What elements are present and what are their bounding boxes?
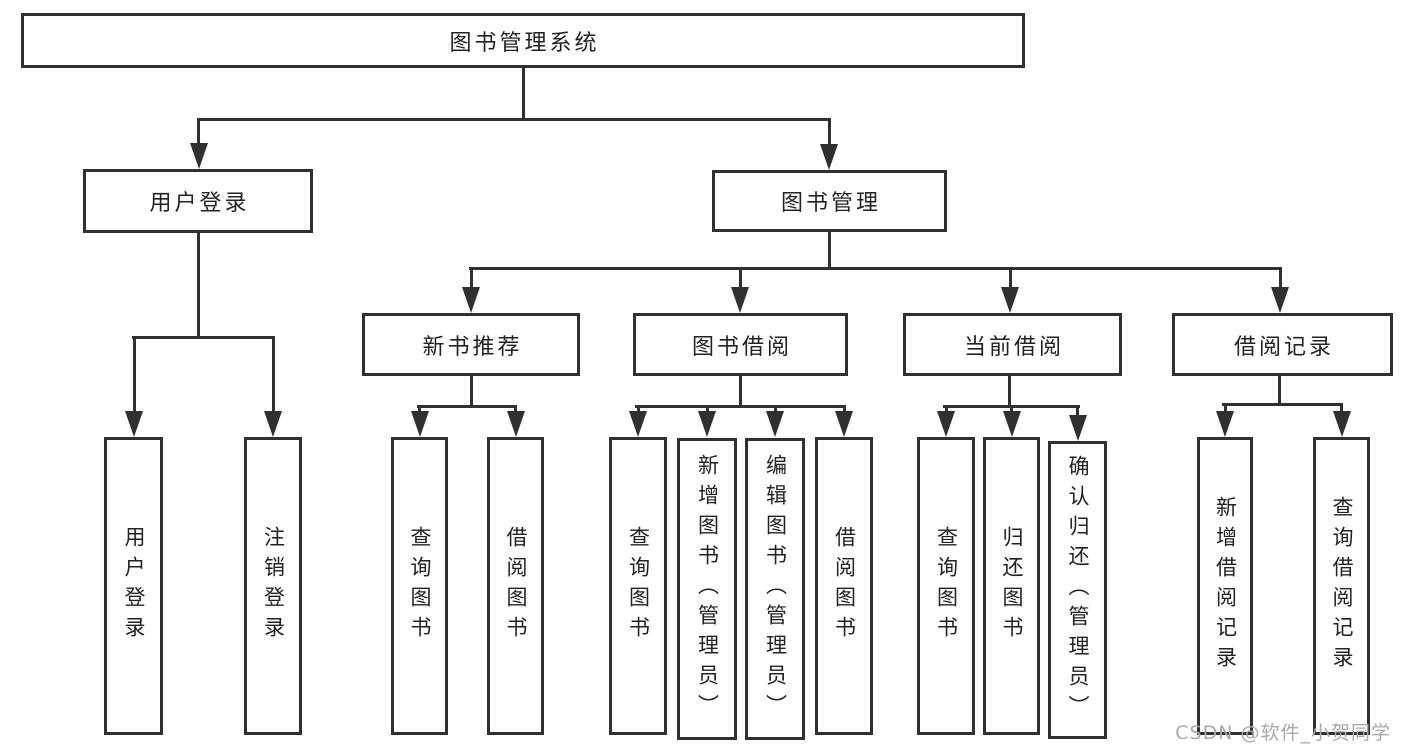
arrowhead-borrowing-query-book: [629, 411, 647, 437]
connector-to-records-query-record: [1340, 403, 1343, 412]
connector-to-new-book-recommend: [470, 267, 473, 289]
arrowhead-borrowing-add-book: [698, 411, 716, 437]
arrowhead-book-borrowing: [731, 287, 749, 313]
node-book-management-label: 图书管理: [780, 191, 881, 216]
node-book-management: 图书管理: [712, 170, 947, 232]
node-user-login: 用户登录: [83, 169, 313, 233]
connector-to-leaf-user-login: [133, 336, 136, 413]
leaf-current-query-book-label: 查询图书: [934, 526, 959, 646]
arrowhead-current-confirm-return: [1069, 415, 1087, 441]
arrowhead-borrowing-borrow-book: [835, 411, 853, 437]
arrowhead-current-return-book: [1003, 411, 1021, 437]
arrowhead-leaf-user-login: [125, 411, 143, 437]
leaf-logout-label: 注销登录: [261, 526, 286, 646]
arrowhead-recommend-borrow-book: [507, 411, 525, 437]
node-new-book-recommend: 新书推荐: [362, 313, 580, 376]
connector-to-borrowing-records: [1279, 267, 1282, 289]
arrowhead-leaf-logout: [264, 411, 282, 437]
connector-borrowing-records-crossbar: [1222, 403, 1343, 406]
connector-book-borrowing-stem: [739, 376, 742, 408]
connector-book-management-stem: [828, 232, 831, 270]
connector-root-stem: [522, 68, 525, 121]
connector-user-login-crossbar: [132, 336, 275, 339]
connector-new-book-recommend-crossbar: [417, 405, 517, 408]
connector-to-current-borrowing: [1009, 267, 1012, 289]
connector-to-borrowing-add-book: [706, 405, 709, 414]
leaf-borrowing-add-book-admin: 新增图书（管理员）: [677, 438, 737, 740]
leaf-borrowing-edit-book-admin: 编辑图书（管理员）: [745, 438, 805, 740]
arrowhead-new-book-recommend: [462, 287, 480, 313]
leaf-current-confirm-return-admin: 确认归还（管理员）: [1048, 441, 1107, 739]
node-borrowing-records: 借阅记录: [1172, 313, 1393, 376]
node-user-login-label: 用户登录: [149, 191, 250, 216]
arrowhead-records-query-record: [1333, 411, 1351, 437]
node-new-book-recommend-label: 新书推荐: [422, 334, 523, 360]
leaf-user-login-label: 用户登录: [122, 526, 146, 646]
leaf-current-return-book: 归还图书: [983, 437, 1040, 735]
leaf-borrowing-query-book-label: 查询图书: [626, 526, 651, 646]
csdn-watermark: CSDN @软件_小贺同学: [1175, 722, 1391, 744]
leaf-user-login: 用户登录: [104, 437, 163, 735]
connector-to-book-borrowing: [739, 267, 742, 289]
connector-to-current-return-book: [1010, 405, 1013, 414]
node-library-system: 图书管理系统: [21, 13, 1025, 68]
arrowhead-recommend-query-book: [411, 411, 429, 437]
leaf-borrowing-edit-book-admin-label: 编辑图书（管理员）: [763, 454, 788, 724]
connector-user-login-stem: [197, 233, 200, 339]
leaf-records-query-record: 查询借阅记录: [1313, 437, 1370, 735]
connector-root-crossbar: [197, 118, 831, 121]
arrowhead-records-add-record: [1216, 411, 1234, 437]
leaf-recommend-query-book: 查询图书: [391, 437, 448, 735]
leaf-logout: 注销登录: [244, 437, 302, 735]
node-book-borrowing: 图书借阅: [633, 313, 848, 376]
leaf-current-confirm-return-admin-label: 确认归还（管理员）: [1066, 455, 1090, 725]
connector-to-user-login: [197, 118, 200, 145]
leaf-records-add-record: 新增借阅记录: [1197, 437, 1253, 735]
connector-to-current-query-book: [945, 405, 948, 414]
arrowhead-current-query-book: [937, 411, 955, 437]
arrowhead-user-login: [190, 143, 208, 169]
node-current-borrowing-label: 当前借阅: [963, 334, 1064, 360]
connector-to-leaf-logout: [272, 336, 275, 413]
connector-new-book-recommend-stem: [470, 376, 473, 408]
leaf-borrowing-add-book-admin-label: 新增图书（管理员）: [695, 454, 720, 724]
node-book-borrowing-label: 图书借阅: [691, 334, 792, 360]
connector-to-records-add-record: [1224, 403, 1227, 412]
leaf-recommend-borrow-book: 借阅图书: [487, 437, 544, 735]
connector-to-recommend-borrow-book: [514, 405, 517, 414]
leaf-current-return-book-label: 归还图书: [1000, 526, 1024, 646]
connector-current-borrowing-stem: [1008, 376, 1011, 408]
arrowhead-current-borrowing: [1001, 287, 1019, 313]
leaf-borrowing-query-book: 查询图书: [609, 437, 667, 735]
arrowhead-book-management: [820, 144, 838, 170]
connector-to-borrowing-query-book: [637, 405, 640, 414]
connector-to-book-management: [828, 118, 831, 145]
connector-book-management-crossbar: [469, 267, 1282, 270]
connector-to-current-confirm-return: [1076, 405, 1079, 418]
connector-to-recommend-query-book: [418, 405, 421, 414]
connector-borrowing-records-stem: [1278, 376, 1281, 406]
connector-to-borrowing-edit-book: [774, 405, 777, 414]
node-borrowing-records-label: 借阅记录: [1233, 334, 1334, 360]
leaf-current-query-book: 查询图书: [917, 437, 975, 735]
node-library-system-label: 图书管理系统: [449, 30, 600, 56]
leaf-records-add-record-label: 新增借阅记录: [1213, 496, 1238, 676]
node-current-borrowing: 当前借阅: [903, 313, 1122, 376]
connector-book-borrowing-crossbar: [635, 405, 845, 408]
leaf-recommend-query-book-label: 查询图书: [408, 526, 432, 646]
leaf-borrowing-borrow-book-label: 借阅图书: [832, 526, 857, 646]
arrowhead-borrowing-edit-book: [766, 411, 784, 437]
leaf-records-query-record-label: 查询借阅记录: [1330, 496, 1354, 676]
connector-to-borrowing-borrow-book: [843, 405, 846, 414]
leaf-borrowing-borrow-book: 借阅图书: [815, 437, 873, 735]
arrowhead-borrowing-records: [1271, 287, 1289, 313]
leaf-recommend-borrow-book-label: 借阅图书: [504, 526, 528, 646]
